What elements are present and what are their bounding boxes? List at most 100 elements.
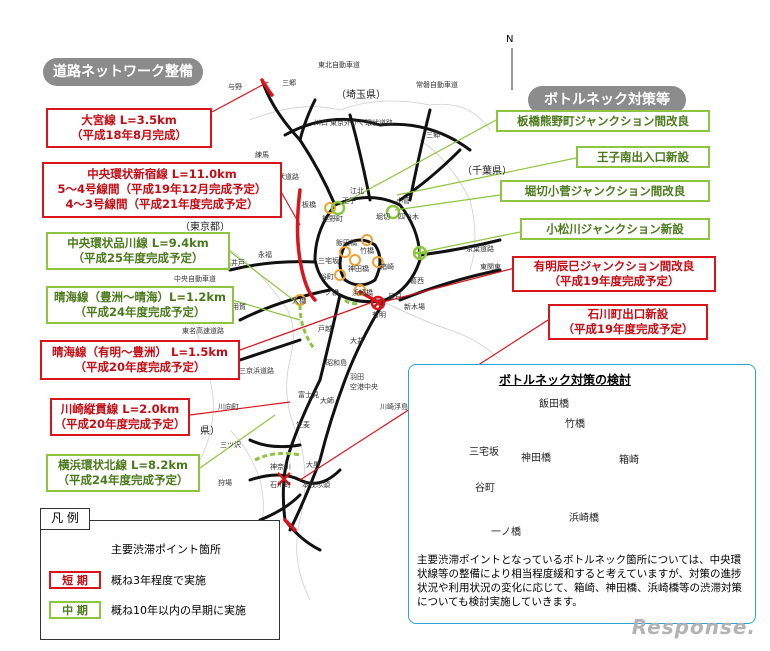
map-label: 新木場 <box>404 303 425 311</box>
inset-note: 主要渋滞ポイントとなっているボトルネック箇所については、中央環状線等の整備により… <box>417 554 742 608</box>
callout-line-1: 晴海線（豊洲～晴海）L=1.2km <box>54 290 226 304</box>
map-label: 三郷 <box>426 131 440 139</box>
callout-line-1: 板橋熊野町ジャンクション間改良 <box>517 114 689 128</box>
map-label: 与野 <box>228 83 242 91</box>
map-label: 堀切 <box>376 213 390 221</box>
map-label: 飯田橋 <box>336 239 357 247</box>
callout-line-2: （平成24年度完成予定） <box>57 473 189 487</box>
response-watermark: Response. <box>631 615 756 639</box>
map-label: 常磐自動車道 <box>416 81 458 89</box>
map-label: 谷町 <box>320 273 334 281</box>
inset-node-tanimachi: 谷町 <box>475 483 495 494</box>
prefecture-kanagawa: 県） <box>200 426 220 437</box>
callout-harumi-ariake: 晴海線（有明～豊洲） L=1.5km （平成20年度完成予定） <box>40 340 240 380</box>
map-label: 箱崎 <box>380 263 394 271</box>
callout-line-2: （平成20年度完成予定） <box>74 360 206 374</box>
inset-node-kanda: 神田橋 <box>521 453 551 464</box>
inset-node-hamazaki: 浜崎橋 <box>569 513 599 524</box>
expressway-lines <box>228 78 502 552</box>
map-label: 三郷 <box>282 79 296 87</box>
map-label: 東北自動車道 <box>318 61 360 69</box>
map-label: 富士見 <box>298 391 319 399</box>
legend-title: 凡 例 <box>40 508 90 530</box>
map-label: 戸越 <box>318 325 332 333</box>
legend-mid-text: 概ね10年以内の早期に実施 <box>111 604 246 617</box>
inset-node-miyakezaka: 三宅坂 <box>469 447 499 458</box>
legend-mid-tag: 中 期 <box>49 601 101 619</box>
map-label: 一ノ橋 <box>318 289 339 297</box>
callout-line-2: （平成25年度完成予定） <box>72 251 204 265</box>
map-label: 川向町 <box>218 403 239 411</box>
map-label: 大橋 <box>292 297 306 305</box>
callout-line-1: 横浜環状北線 L=8.2km <box>58 458 188 472</box>
map-label: 狩場 <box>218 479 232 487</box>
red-markers <box>277 295 386 486</box>
map-label: 小菅 <box>396 197 410 205</box>
callout-line-1: 晴海線（有明～豊洲） L=1.5km <box>52 345 228 359</box>
callout-line-1: 有明辰巳ジャンクション間改良 <box>533 259 695 273</box>
map-label: 川崎浮島 <box>380 403 408 411</box>
map-label: 葛西 <box>410 277 424 285</box>
map-label: 三ツ沢 <box>220 441 241 449</box>
map-label: 大井 <box>350 337 364 345</box>
map-label: 第三京浜道路 <box>232 367 274 375</box>
callout-itabashi-kumano: 板橋熊野町ジャンクション間改良 <box>496 110 710 132</box>
callout-line-1: 王子南出入口新設 <box>597 150 689 164</box>
callout-line-1: 大宮線 L=3.5km <box>81 113 177 127</box>
map-label: 三宅坂 <box>318 257 339 265</box>
callout-line-2: （平成24年度完成予定） <box>74 305 206 319</box>
map-label: 有明 <box>372 311 386 319</box>
callout-line-1: 堀切小菅ジャンクション間改良 <box>524 184 686 198</box>
header-road-network: 道路ネットワーク整備 <box>43 58 203 86</box>
map-label: 練馬 <box>255 151 269 159</box>
map-label: 大師 <box>320 397 334 405</box>
map-label: 用賀 <box>232 303 246 311</box>
callout-line-1: 川崎縦貫線 L=2.0km <box>60 402 180 416</box>
map-label: 熊野町 <box>322 215 343 223</box>
callout-omiya-line: 大宮線 L=3.5km （平成18年8月完成） <box>46 108 212 148</box>
bottleneck-inset: ボトルネック対策の検討 飯田橋 竹橋 三宅坂 神田橋 箱崎 谷町 一ノ橋 浜崎橋… <box>408 364 756 624</box>
map-label: 東関東 <box>480 263 501 271</box>
inset-node-hakozaki: 箱崎 <box>619 455 639 466</box>
callout-harumi-toyosu: 晴海線（豊洲～晴海）L=1.2km （平成24年度完成予定） <box>46 286 234 324</box>
map-label: 羽田 <box>350 373 364 381</box>
callout-komatsugawa: 小松川ジャンクション新設 <box>520 218 710 240</box>
callout-chuo-shinjuku: 中央環状新宿線 L=11.0km 5～4号線間（平成19年12月完成予定） 4～… <box>42 162 282 218</box>
inset-node-ichinohashi: 一ノ橋 <box>491 527 521 538</box>
map-label: 江北 <box>350 187 364 195</box>
map-label: 本牧ふ頭 <box>302 481 330 489</box>
map-label: 空港中央 <box>350 383 378 391</box>
map-label: 神奈川 <box>270 463 291 471</box>
north-label: N <box>506 34 514 45</box>
map-label: 王子 <box>342 197 356 205</box>
prefecture-saitama: （埼玉県） <box>336 90 386 101</box>
callout-kawasaki-jukan: 川崎縦貫線 L=2.0km （平成20年度完成予定） <box>50 398 190 436</box>
legend-point-label: 主要渋滞ポイント箇所 <box>111 543 221 556</box>
prefecture-tokyo: （東京都） <box>180 222 230 233</box>
map-label: 昭和島 <box>326 359 347 367</box>
map-label: 永福 <box>258 251 272 259</box>
map-label: 高井戸 <box>224 259 245 267</box>
callout-line-3: 4～3号線間（平成21年度完成予定） <box>65 197 259 211</box>
map-label: 辰巳 <box>388 293 402 301</box>
prefecture-chiba: （千葉県） <box>462 166 512 177</box>
map-label: 東京外かく環状道路 <box>330 119 393 127</box>
map-label: 四つ木 <box>398 213 419 221</box>
map-label: 京葉道路 <box>466 245 494 253</box>
map-label: 浜崎橋 <box>352 289 373 297</box>
map-label: 神田橋 <box>348 265 369 273</box>
map-label: 川口 <box>314 119 328 127</box>
map-label: 生麦 <box>296 421 310 429</box>
legend-short-text: 概ね3年程度で実施 <box>111 574 206 587</box>
inset-title: ボトルネック対策の検討 <box>499 373 632 387</box>
mid-term-routes <box>254 298 361 462</box>
callout-horikiri-kosuge: 堀切小菅ジャンクション間改良 <box>500 180 710 202</box>
callout-line-1: 石川町出口新設 <box>587 307 669 321</box>
callout-yokohama-kanjo: 横浜環状北線 L=8.2km （平成24年度完成予定） <box>46 454 200 492</box>
legend-short-tag: 短 期 <box>49 571 101 589</box>
callout-line-1: 中央環状新宿線 L=11.0km <box>87 167 237 181</box>
legend: 主要渋滞ポイント箇所 短 期 概ね3年程度で実施 中 期 概ね10年以内の早期に… <box>40 520 280 640</box>
header-bottleneck: ボトルネック対策等 <box>528 86 686 114</box>
map-label: 石川町 <box>270 481 291 489</box>
map-label: 東名高速道路 <box>182 327 224 335</box>
